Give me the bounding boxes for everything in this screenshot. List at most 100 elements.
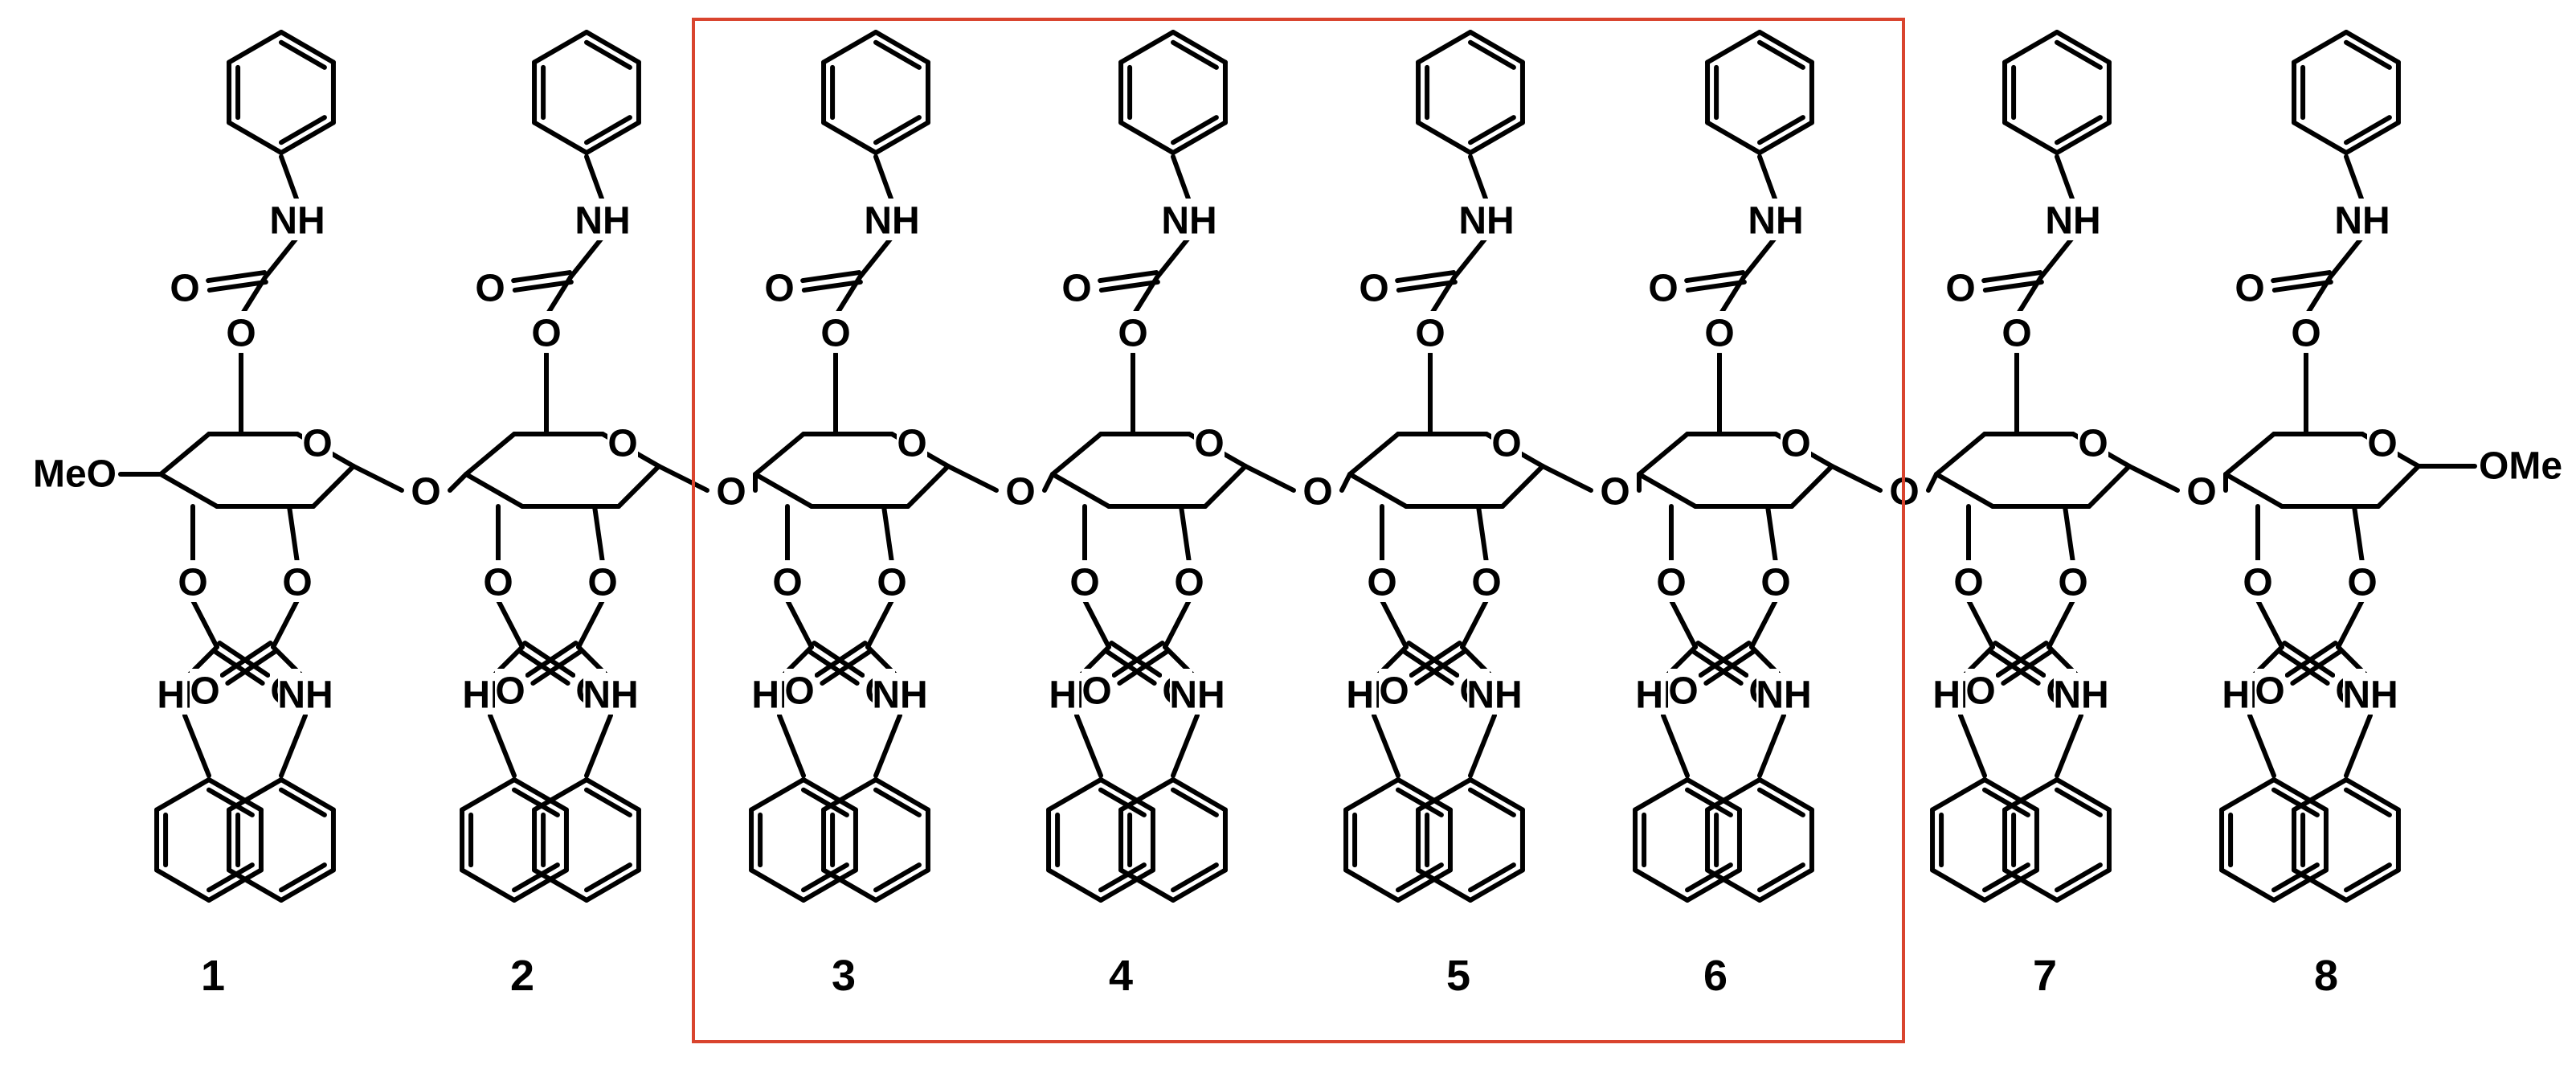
phenyl-link <box>777 713 806 778</box>
nh-label: NH <box>1748 200 1803 243</box>
atom-label-background <box>1162 199 1216 240</box>
ring-oxygen: O <box>302 423 332 465</box>
benzene-ring-bond <box>821 120 878 155</box>
ring-bond <box>2087 464 2132 509</box>
carbonyl-double-bond <box>1995 641 2049 678</box>
benzene-inner-double-bond <box>1468 39 1516 70</box>
benzene-ring-bond <box>821 867 878 903</box>
glycosidic-bond <box>1540 464 1593 493</box>
benzene-ring-bond <box>154 867 211 903</box>
benzene-inner-double-bond <box>279 115 327 145</box>
glycosidic-bond <box>1339 472 1352 493</box>
benzene-ring-bond <box>584 867 641 903</box>
carbonyl-oxygen: O <box>1668 670 1698 713</box>
carbamate-bond <box>2255 598 2284 649</box>
atom-label-background <box>531 311 562 353</box>
glycosidic-bond <box>1042 472 1055 493</box>
atom-label-background <box>1953 560 1984 602</box>
methoxy-right: OMe <box>2479 445 2562 488</box>
benzene-inner-double-bond <box>1757 862 1805 893</box>
carbamate-bond <box>263 235 300 280</box>
ring-bond <box>1050 432 1103 477</box>
carbamate-bond <box>2336 598 2365 649</box>
benzene-inner-double-bond <box>801 787 849 817</box>
benzene-ring-bond <box>2271 777 2329 813</box>
carbamate-bond <box>857 235 894 280</box>
atom-label-background <box>278 673 333 715</box>
atom-label-background <box>2058 560 2088 602</box>
benzene-inner-double-bond <box>584 787 632 817</box>
atom-label-background <box>1748 199 1803 240</box>
nh-label: NH <box>2045 200 2100 243</box>
atom-label-background <box>1648 266 1678 308</box>
carbamate-bond <box>1966 598 1995 649</box>
benzene-ring-bond <box>873 867 930 903</box>
benzene-ring-bond <box>2344 120 2401 155</box>
phenyl-link <box>873 154 894 203</box>
atom-label-background <box>873 673 927 715</box>
phenyl-link <box>488 713 517 778</box>
benzene-ring-bond <box>1468 867 1525 903</box>
benzene-ring-bond <box>2344 777 2401 813</box>
benzene-inner-double-bond <box>206 862 255 893</box>
benzene-ring-bond <box>1416 777 1473 813</box>
unit-label-5: 5 <box>1446 952 1470 1000</box>
glycosidic-bond <box>1926 472 1939 493</box>
benzene-ring-bond <box>2055 30 2112 65</box>
benzene-ring-bond <box>1633 777 1690 813</box>
atom-label-background <box>1459 199 1514 240</box>
atom-label-background <box>2243 560 2273 602</box>
ester-oxygen: O <box>1069 562 1099 604</box>
benzene-ring-bond <box>1343 867 1400 903</box>
ring-bond <box>2223 472 2284 509</box>
ring-o-bond <box>881 504 894 565</box>
carbonyl-double-bond <box>1698 641 1752 678</box>
atom-label-background <box>575 199 630 240</box>
benzene-ring-bond <box>2002 777 2059 813</box>
benzene-inner-double-bond <box>1468 115 1516 145</box>
phenyl-link <box>1661 713 1690 778</box>
atom-label-background <box>302 421 333 463</box>
benzene-ring-bond <box>2292 30 2349 65</box>
nh-label: NH <box>2053 674 2108 717</box>
ester-oxygen: O <box>587 562 617 604</box>
nh-label: NH <box>864 200 919 243</box>
phenyl-link <box>2055 713 2083 778</box>
carbonyl-double-bond <box>800 270 862 284</box>
carbamate-bond <box>1452 235 1489 280</box>
benzene-ring-bond <box>1396 777 1453 813</box>
benzene-inner-double-bond <box>2055 115 2103 145</box>
carbonyl-double-bond <box>1098 270 1159 284</box>
benzene-ring-bond <box>873 120 930 155</box>
benzene-inner-double-bond <box>873 862 922 893</box>
ring-oxygen: O <box>2078 423 2108 465</box>
ester-oxygen: O <box>2002 313 2031 355</box>
ester-oxygen: O <box>1656 562 1686 604</box>
benzene-ring-bond <box>1118 120 1176 155</box>
carbamate-bond <box>1749 598 1778 649</box>
benzene-ring-bond <box>873 30 930 65</box>
atom-label-background <box>865 199 919 240</box>
benzene-inner-double-bond <box>2055 787 2103 817</box>
carbonyl-double-bond <box>2271 270 2333 284</box>
phenyl-link <box>1757 154 1778 203</box>
atom-label-background <box>2235 266 2265 308</box>
benzene-ring-bond <box>227 120 284 155</box>
atom-label-background <box>587 560 618 602</box>
phenyl-link <box>279 713 308 778</box>
benzene-ring-bond <box>1982 867 2039 903</box>
carbamate-bond <box>568 235 605 280</box>
benzene-inner-double-bond <box>584 39 632 70</box>
atom-label-background <box>170 266 200 308</box>
atom-label-background <box>1471 560 1502 602</box>
carbonyl-oxygen: O <box>1061 268 1091 310</box>
ester-oxygen: O <box>877 562 906 604</box>
carbamate-bond <box>1155 235 1192 280</box>
phenyl-link <box>873 713 902 778</box>
atom-label-background <box>1367 560 1397 602</box>
benzene-inner-double-bond <box>2055 39 2103 70</box>
carbonyl-double-bond <box>1982 279 2044 293</box>
benzene-ring-bond <box>1468 30 1525 65</box>
ring-o-bond <box>2352 504 2365 565</box>
benzene-ring-bond <box>2219 867 2276 903</box>
